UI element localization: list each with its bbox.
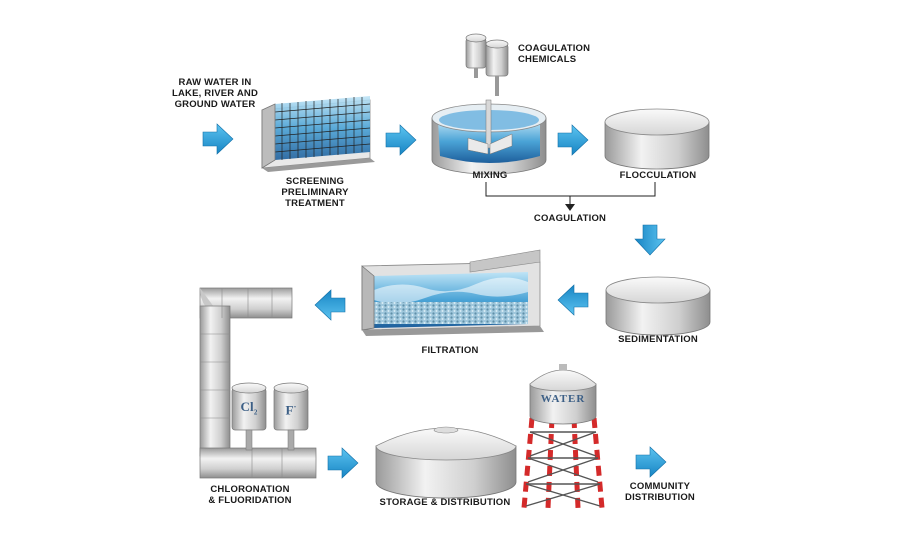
- flow-arrow-mix-to-floc: [557, 124, 589, 156]
- fluoride-superscript: -: [293, 402, 297, 411]
- coagulation-chemical-tanks: [465, 33, 509, 96]
- flow-arrow-filter-to-pipe: [314, 289, 346, 321]
- label-community: COMMUNITY DISTRIBUTION: [625, 481, 695, 503]
- chlorine-subscript: 2: [253, 408, 258, 417]
- pipe-system: [199, 287, 317, 479]
- water-tower-label: WATER: [540, 393, 586, 405]
- mixing-tank: [431, 99, 547, 175]
- flocculation-tank: [604, 108, 710, 170]
- fluoride-tank-label: F-: [274, 400, 308, 417]
- sedimentation-tank: [605, 276, 711, 336]
- label-coagulation-chemicals: COAGULATION CHEMICALS: [518, 43, 591, 65]
- flow-arrow-to-community: [635, 446, 667, 478]
- screening-tank: [261, 96, 375, 172]
- flow-arrow-raw-to-screen: [202, 123, 234, 155]
- label-screening: SCREENING PRELIMINARY TREATMENT: [281, 176, 349, 209]
- label-chloronation: CHLORONATION & FLUORIDATION: [208, 484, 292, 506]
- filtration-basin: [361, 249, 544, 336]
- fluoride-symbol: F: [285, 402, 294, 418]
- label-flocculation: FLOCCULATION: [619, 170, 697, 181]
- storage-tank: [375, 426, 517, 499]
- flow-arrow-floc-down: [634, 224, 666, 256]
- label-storage: STORAGE & DISTRIBUTION: [379, 497, 511, 508]
- label-filtration: FILTRATION: [421, 345, 479, 356]
- flow-arrow-sed-to-filter: [557, 284, 589, 316]
- flow-arrow-pipe-to-storage: [327, 447, 359, 479]
- chlorine-tank-label: Cl2: [232, 400, 266, 420]
- label-raw-water: RAW WATER IN LAKE, RIVER AND GROUND WATE…: [171, 77, 259, 110]
- coagulation-bracket: [485, 182, 656, 211]
- chemical-dosing-tanks: [231, 382, 309, 451]
- label-mixing: MIXING: [472, 170, 508, 181]
- label-coagulation: COAGULATION: [533, 213, 607, 224]
- water-tower: [521, 364, 605, 509]
- chlorine-symbol: Cl: [240, 399, 254, 414]
- flow-arrow-screen-to-mix: [385, 124, 417, 156]
- label-sedimentation: SEDIMENTATION: [618, 334, 698, 345]
